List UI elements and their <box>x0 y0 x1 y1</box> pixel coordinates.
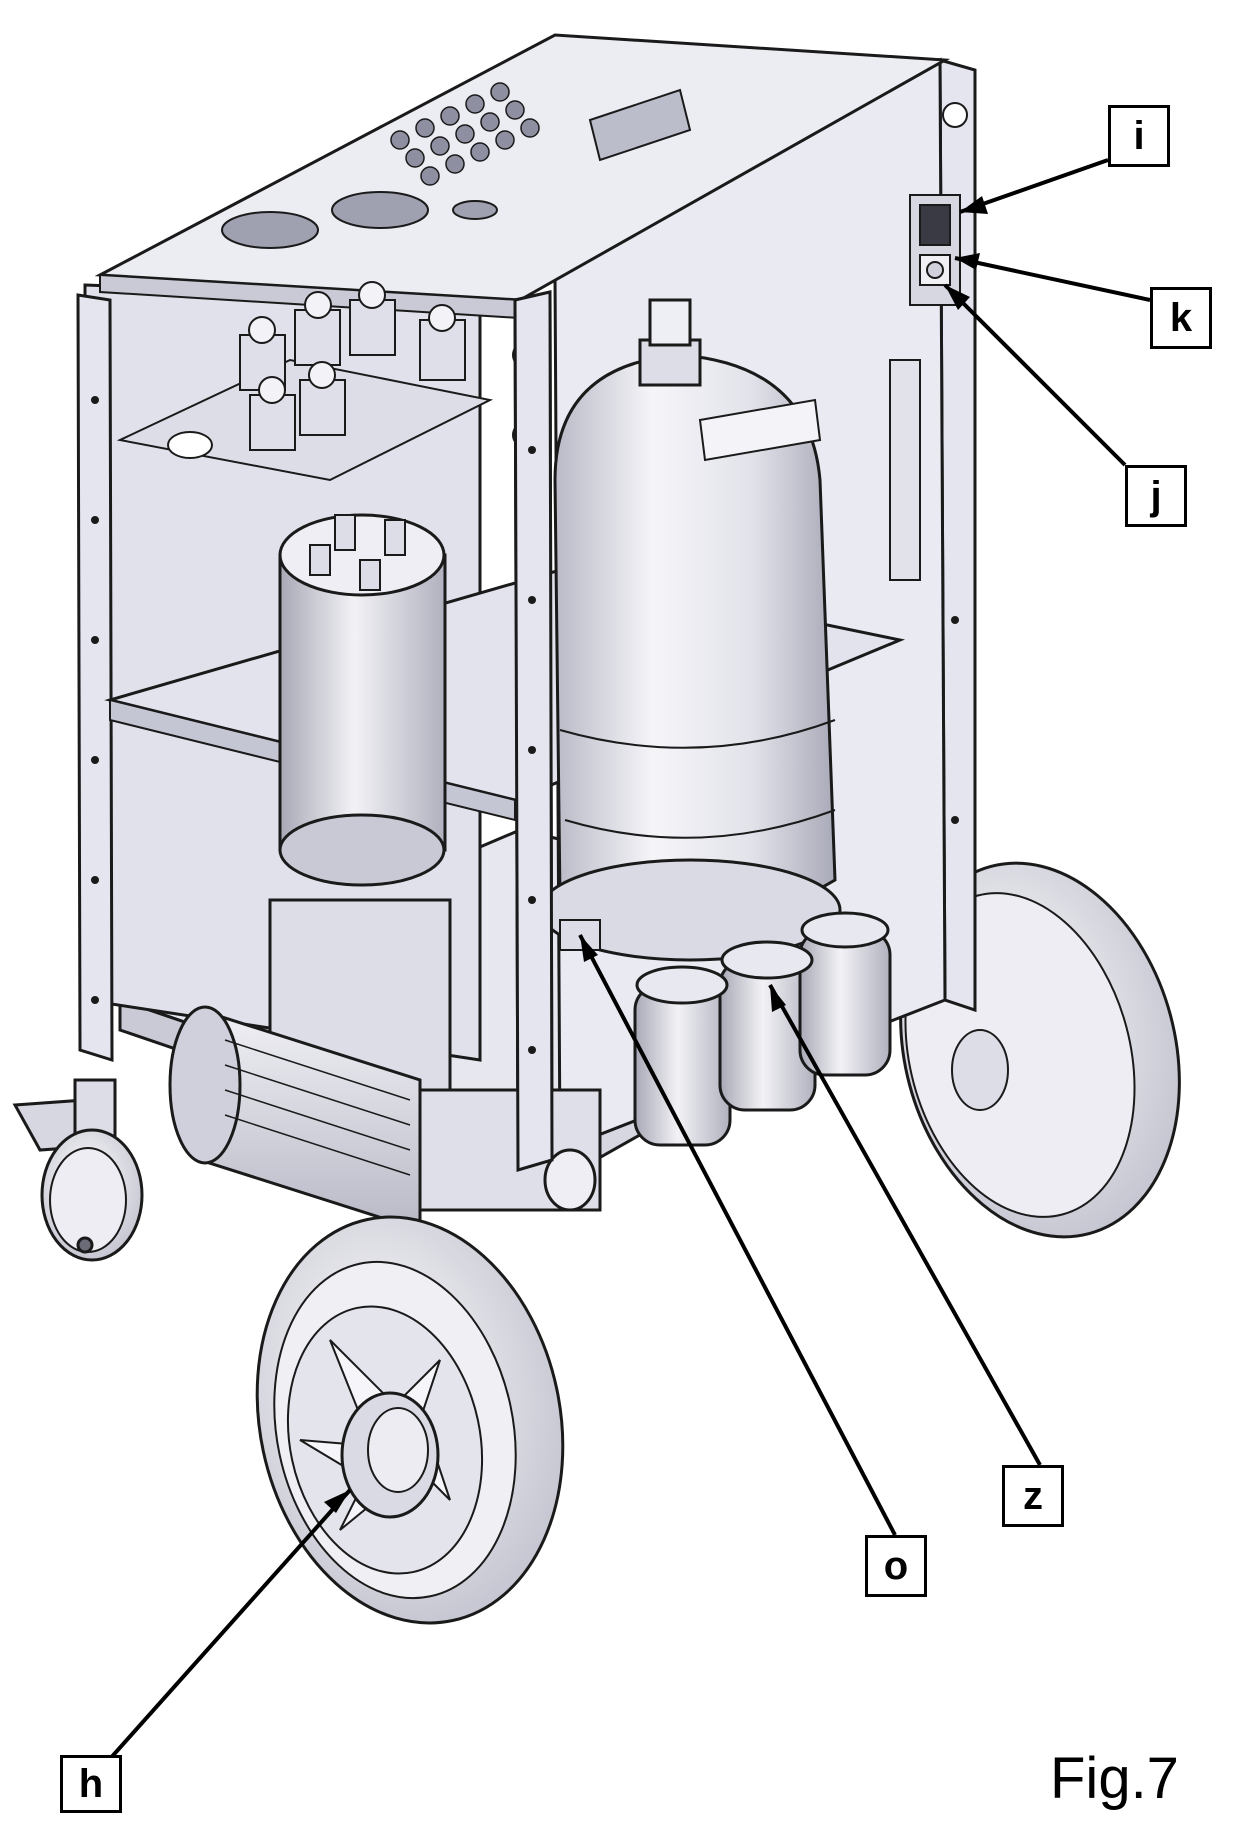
leader-line-z <box>768 984 1042 1466</box>
leader-line-h <box>98 1488 352 1772</box>
figure-caption: Fig.7 <box>1050 1746 1179 1811</box>
front-large-wheel <box>255 1215 565 1625</box>
callout-z: z <box>1002 1465 1064 1527</box>
callout-j: j <box>1125 465 1187 527</box>
switch-box <box>889 194 961 581</box>
callout-h: h <box>60 1755 122 1813</box>
arrowhead-j <box>945 285 970 310</box>
front-right-post <box>513 290 554 1173</box>
solenoid-valves <box>239 281 466 451</box>
arrowhead-i <box>960 196 988 214</box>
leader-line-k <box>954 256 1151 302</box>
callout-i: i <box>1108 105 1170 167</box>
recovery-tank <box>538 298 842 962</box>
filter-canister <box>278 513 447 887</box>
callout-o: o <box>865 1535 927 1597</box>
front-caster <box>12 1078 144 1262</box>
callout-k: k <box>1150 287 1212 349</box>
arrowhead-k <box>955 253 980 270</box>
leader-lines <box>98 158 1151 1772</box>
oil-bottles <box>559 911 892 1147</box>
leader-arrowheads <box>324 196 988 1513</box>
arrowhead-h <box>324 1490 350 1513</box>
vacuum-pump <box>168 898 602 1233</box>
leader-line-j <box>943 283 1127 467</box>
leader-line-o <box>578 934 897 1536</box>
arrowhead-o <box>580 935 598 962</box>
leader-line-i <box>959 158 1109 214</box>
arrowhead-z <box>770 985 786 1012</box>
